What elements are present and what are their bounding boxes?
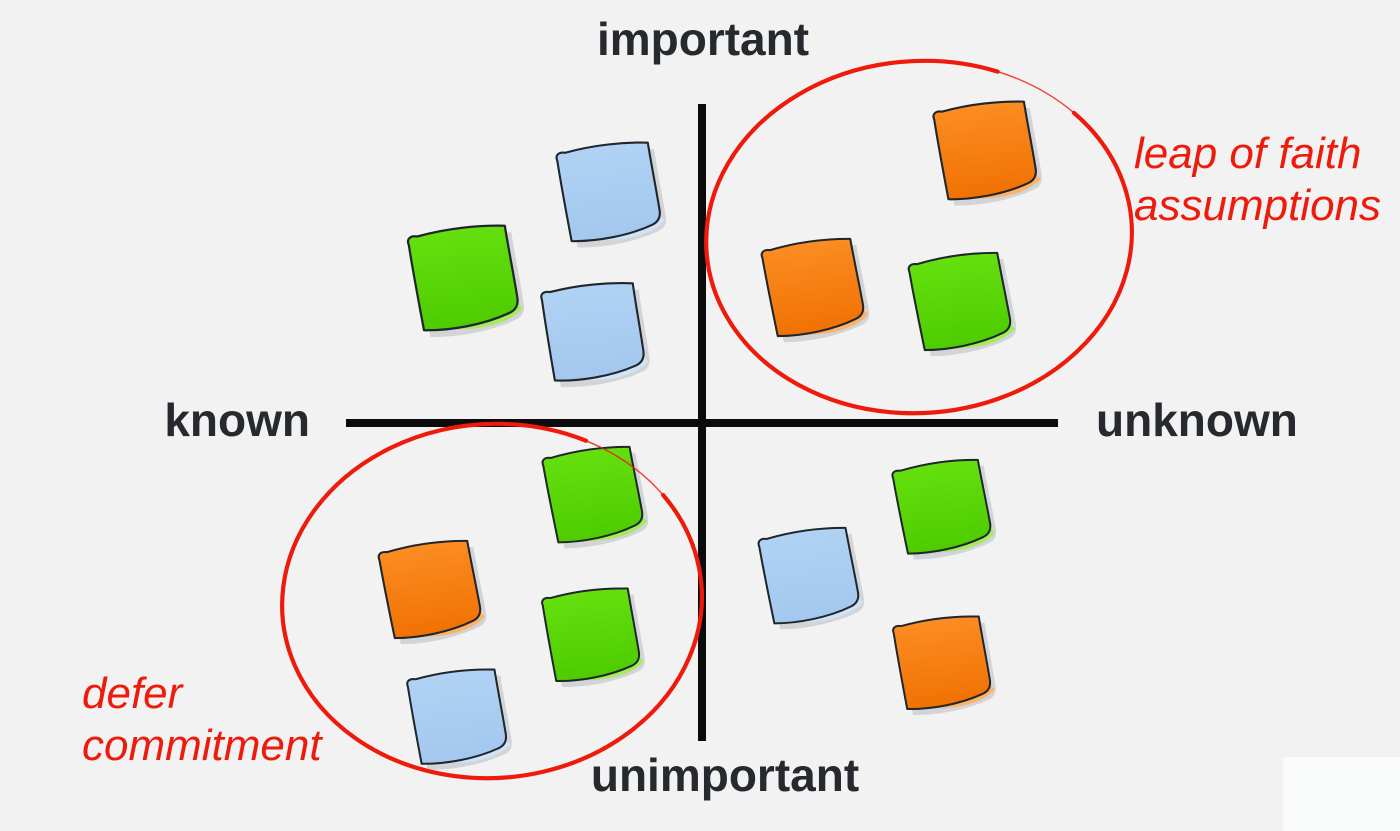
annotation-line: assumptions — [1134, 181, 1382, 230]
circle-leap-of-faith — [704, 58, 1134, 416]
sticky-note-green[interactable] — [393, 217, 529, 353]
background-patch — [1283, 757, 1400, 831]
annotation-line: commitment — [82, 721, 322, 770]
note-body — [757, 526, 860, 625]
sticky-note-orange[interactable] — [919, 93, 1046, 220]
sticky-note-blue[interactable] — [527, 275, 653, 401]
axis-label-known: known — [164, 394, 310, 446]
sticky-note-blue[interactable] — [394, 662, 517, 785]
sticky-note-orange[interactable] — [880, 609, 1000, 729]
note-body — [555, 141, 661, 243]
note-body — [892, 615, 992, 711]
sticky-note-orange[interactable] — [748, 231, 874, 357]
sticky-note-green[interactable] — [529, 581, 649, 701]
axis-label-unknown: unknown — [1096, 394, 1298, 446]
sticky-note-green[interactable] — [895, 245, 1021, 371]
axis-label-important: important — [596, 13, 810, 65]
annotation-leap-of-faith-assumptions: leap of faith assumptions — [1134, 128, 1381, 232]
annotation-defer-commitment: defer commitment — [82, 668, 322, 772]
sticky-note-blue[interactable] — [745, 520, 869, 644]
vertical-axis-line — [698, 104, 706, 741]
sticky-note-orange[interactable] — [365, 533, 491, 659]
sticky-note-green[interactable] — [529, 439, 653, 563]
note-body — [932, 100, 1037, 201]
annotation-line: defer — [82, 669, 183, 718]
note-body — [891, 458, 992, 555]
note-body — [406, 668, 508, 765]
note-body — [540, 282, 645, 382]
axis-label-unimportant: unimportant — [590, 749, 860, 801]
note-body — [541, 587, 641, 683]
annotation-line: leap of faith — [1134, 129, 1362, 178]
note-body — [406, 224, 519, 332]
sticky-note-green[interactable] — [879, 452, 1001, 574]
sticky-note-blue[interactable] — [542, 134, 670, 262]
